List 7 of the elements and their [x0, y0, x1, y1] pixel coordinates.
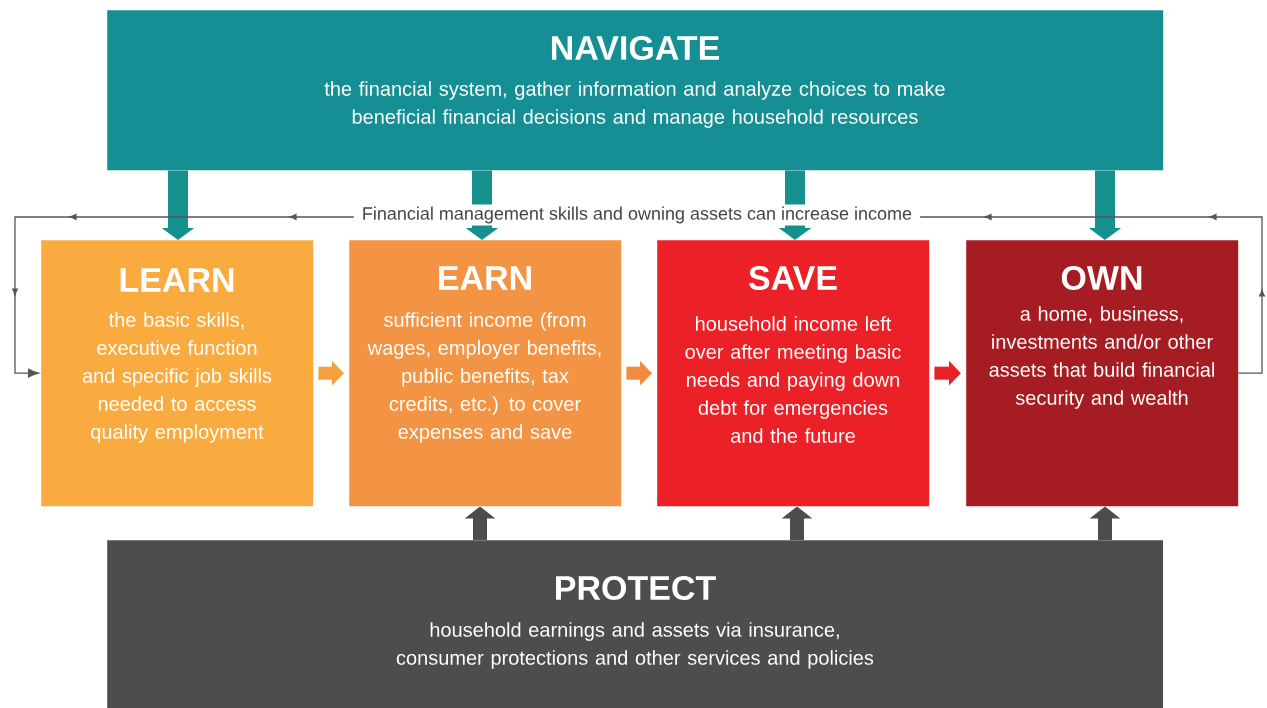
process-box: PROTECT household earnings and assets via insurance, consumer protections and other services and policies: [107, 540, 1164, 708]
process-box: NAVIGATE the financial system, gather information and analyze choices to make beneficial financial decisions and manage household resources: [107, 10, 1164, 171]
process-box: EARN sufficient income (from wages, employer benefits, public benefits, tax credits, etc.) to cover expenses and save: [349, 240, 622, 507]
edge-label: Financial management skills and owning assets can increase income: [353, 204, 921, 226]
process-box: OWN a home, business, investments and/or other assets that build financial security and wealth: [966, 240, 1239, 507]
process-box: SAVE household income left over after meeting basic needs and paying down debt for emergencies and the future: [657, 240, 930, 507]
process-box: LEARN the basic skills, executive function and specific job skills needed to access quality employment: [41, 240, 314, 507]
